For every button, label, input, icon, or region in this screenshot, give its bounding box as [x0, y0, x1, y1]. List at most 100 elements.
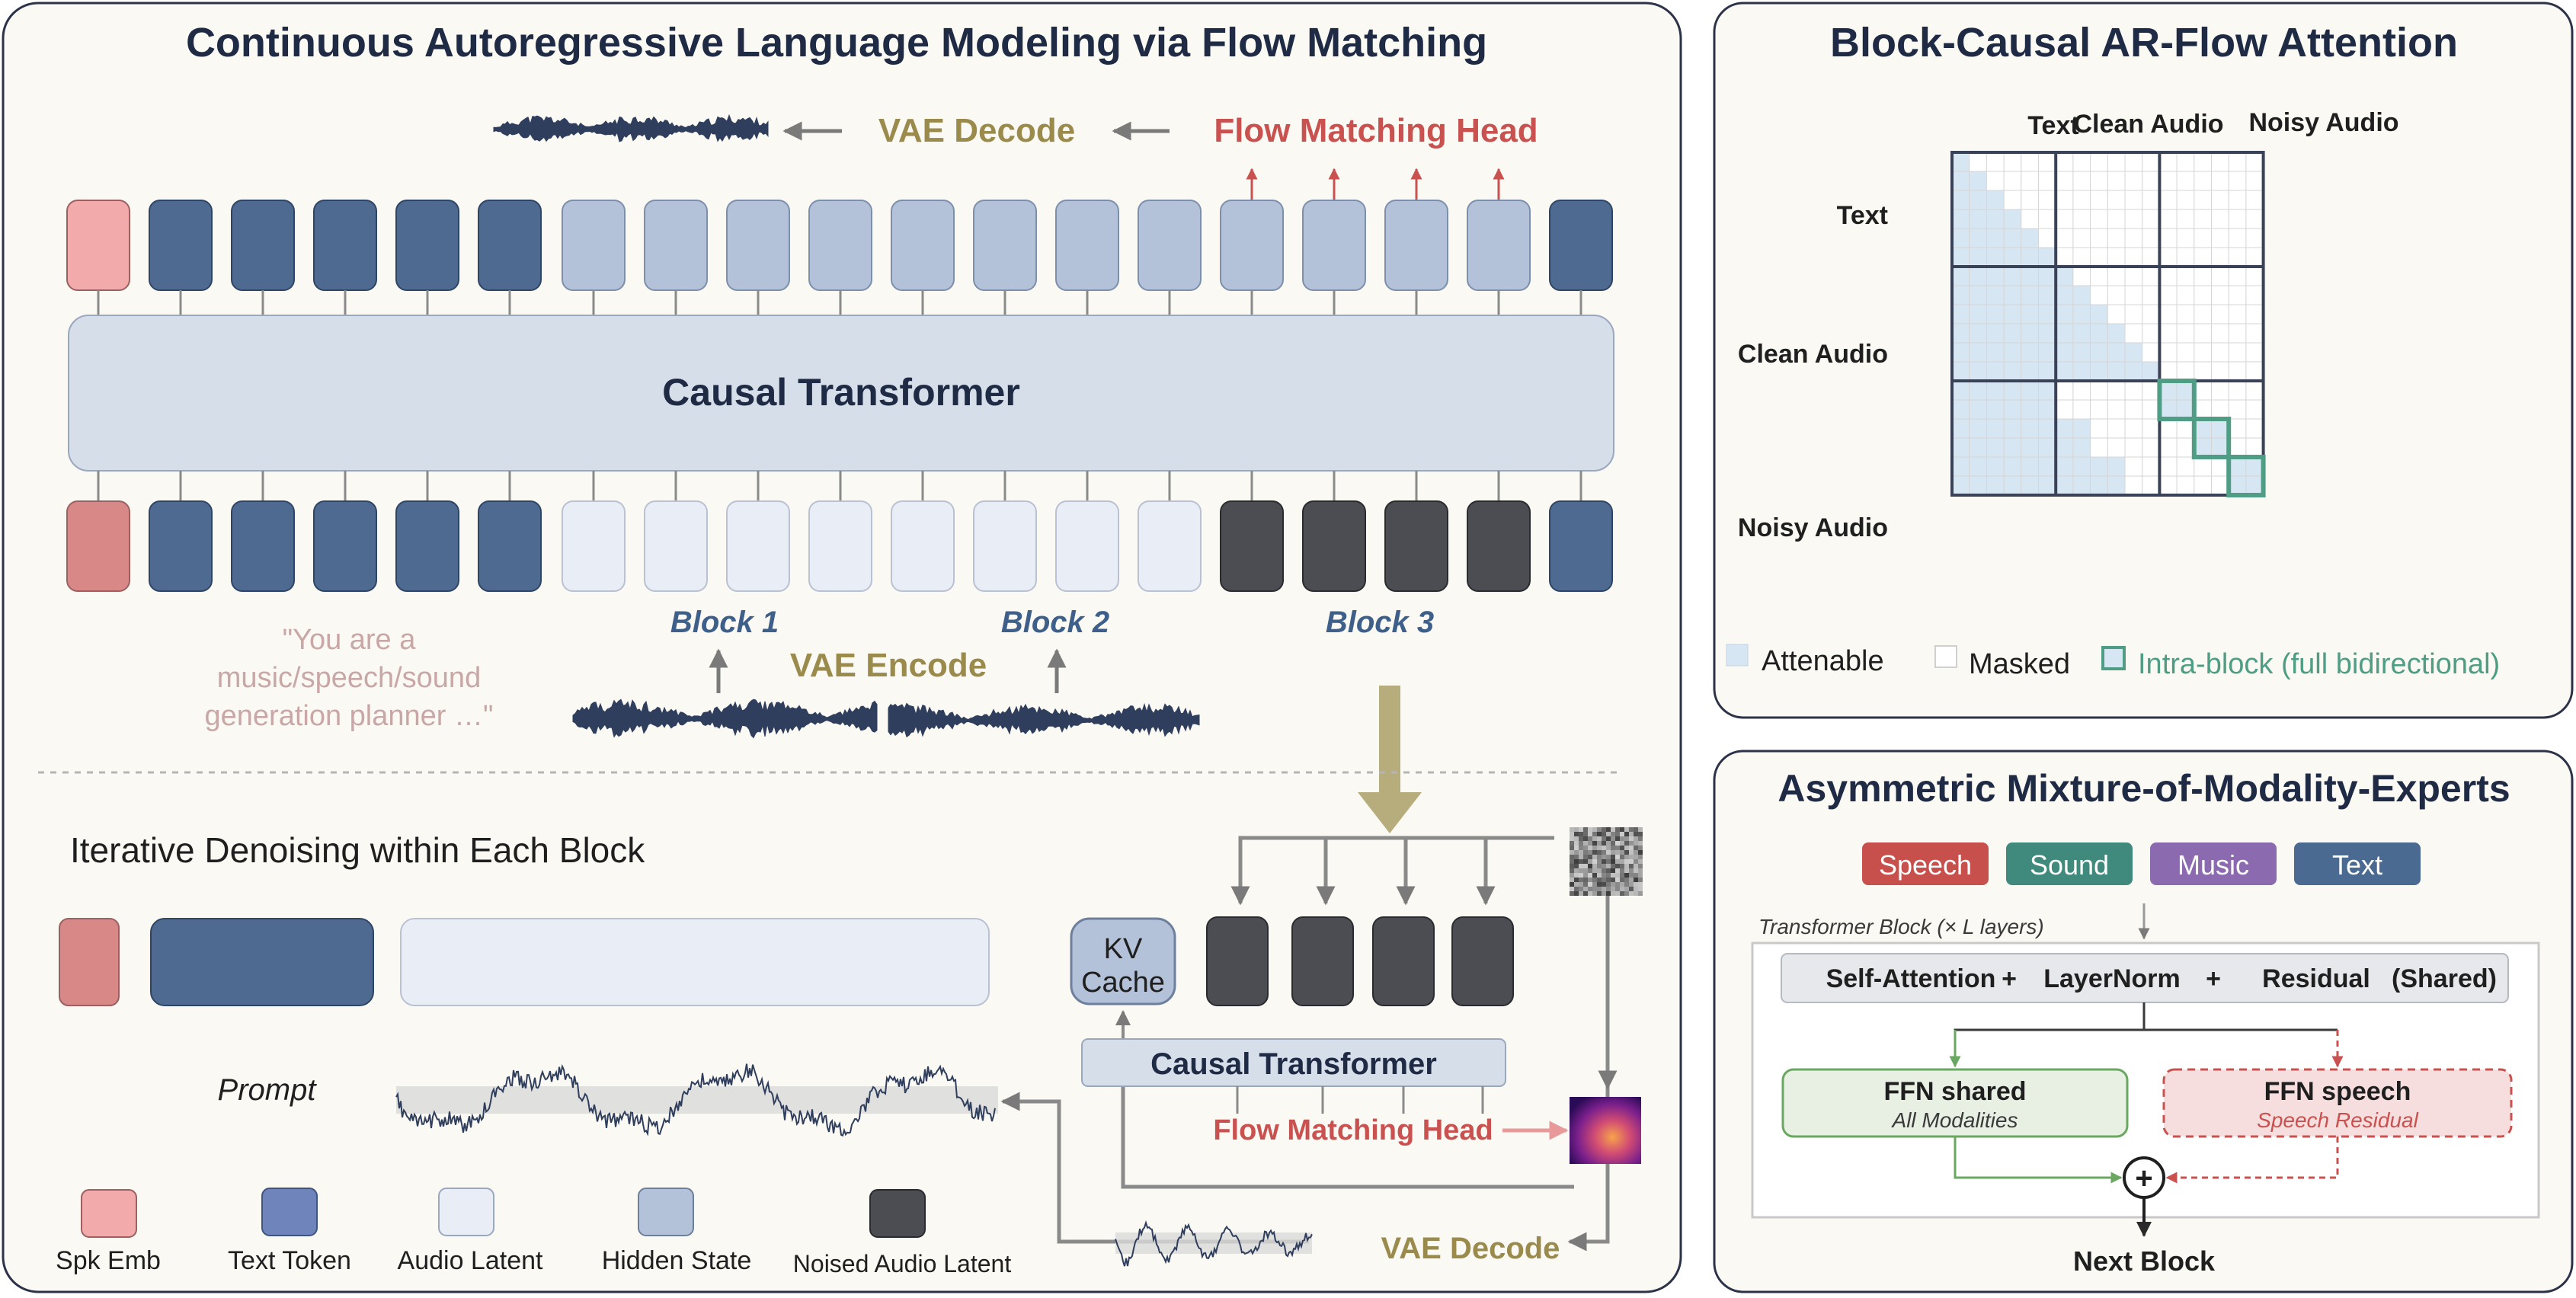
output-token — [562, 200, 626, 291]
noise-pixel — [1602, 850, 1606, 855]
noise-pixel — [1579, 832, 1583, 836]
noisy-token — [1291, 916, 1354, 1006]
noise-pixel — [1602, 859, 1606, 864]
attention-cell — [2158, 266, 2178, 286]
attention-cell — [2158, 399, 2178, 420]
attention-cell — [2176, 399, 2195, 420]
noise-pixel — [1597, 836, 1602, 841]
attention-cell — [2107, 380, 2126, 401]
noise-pixel — [1638, 855, 1643, 859]
attention-cell — [2090, 152, 2108, 172]
attention-cell — [2211, 152, 2229, 172]
attention-cell — [2194, 380, 2213, 401]
noise-pixel — [1615, 864, 1620, 868]
block-2-label: Block 2 — [1001, 606, 1109, 639]
attention-cell — [2142, 209, 2160, 229]
noise-pixel — [1574, 864, 1579, 868]
attention-cell — [2038, 209, 2056, 229]
noise-pixel — [1638, 832, 1643, 836]
input-token — [231, 500, 295, 592]
shared-residual: Residual — [2262, 964, 2370, 993]
attention-cell — [1951, 209, 1970, 229]
block-3-label: Block 3 — [1326, 606, 1434, 639]
noise-texture — [1570, 827, 1643, 896]
noise-pixel — [1592, 873, 1597, 878]
noise-pixel — [1583, 878, 1588, 882]
attention-cell — [2245, 380, 2264, 401]
noise-pixel — [1638, 878, 1643, 882]
noise-pixel — [1634, 868, 1638, 873]
noise-pixel — [1597, 887, 1602, 891]
noise-pixel — [1629, 846, 1634, 850]
attention-cell — [2038, 228, 2056, 248]
legend-label-audio-latent: Audio Latent — [398, 1246, 543, 1275]
attention-cell — [2055, 209, 2074, 229]
noise-pixel — [1583, 855, 1588, 859]
attention-cell — [2176, 380, 2195, 401]
output-token — [1220, 200, 1284, 291]
noise-pixel — [1570, 891, 1574, 896]
noise-pixel — [1597, 827, 1602, 832]
noise-pixel — [1570, 836, 1574, 841]
noise-pixel — [1588, 882, 1592, 887]
noise-pixel — [1570, 878, 1574, 882]
attention-cell — [2158, 190, 2178, 210]
noise-pixel — [1638, 841, 1643, 846]
noise-pixel — [1606, 846, 1611, 850]
attention-cell — [2124, 456, 2143, 477]
noise-pixel — [1624, 850, 1629, 855]
noise-pixel — [1634, 836, 1638, 841]
stage-transition-arrow — [1358, 686, 1422, 833]
noise-pixel — [1615, 873, 1620, 878]
attention-cell — [2142, 399, 2160, 420]
attention-cell — [2211, 266, 2229, 286]
attention-cell — [1986, 266, 2005, 286]
attention-cell — [2072, 418, 2091, 439]
noise-pixel — [1615, 832, 1620, 836]
attention-legend-intra-swatch — [2101, 646, 2126, 670]
noise-pixel — [1592, 878, 1597, 882]
moe-block-caption: Transformer Block (× L layers) — [1758, 915, 2044, 938]
denoised-waveform — [1115, 1220, 1313, 1267]
attention-cell — [2245, 456, 2264, 477]
noise-pixel — [1638, 873, 1643, 878]
noise-pixel — [1574, 836, 1579, 841]
noise-pixel — [1597, 878, 1602, 882]
input-token — [478, 500, 542, 592]
noise-feed-line — [1230, 836, 1554, 906]
attention-cell — [2038, 266, 2056, 286]
attention-cell — [1969, 285, 1987, 305]
attention-cell — [2003, 266, 2022, 286]
noise-pixel — [1620, 836, 1624, 841]
noise-pixel — [1592, 841, 1597, 846]
attention-cell — [2003, 475, 2022, 496]
attention-cell — [2055, 304, 2074, 324]
noise-pixel — [1579, 859, 1583, 864]
legend-swatch-audio-latent — [438, 1188, 494, 1236]
noise-pixel — [1597, 855, 1602, 859]
attention-cell — [2124, 190, 2143, 210]
attention-cell — [2245, 285, 2264, 305]
attention-cell — [2072, 171, 2091, 191]
sum-symbol: + — [2135, 1162, 2152, 1195]
attention-cell — [2158, 323, 2178, 344]
attention-cell — [2176, 171, 2195, 191]
attention-cell — [2038, 342, 2056, 363]
attention-cell — [2021, 399, 2040, 420]
attention-cell — [1986, 361, 2005, 382]
intra-block-outline — [2157, 379, 2197, 421]
attention-cell — [2107, 228, 2126, 248]
attention-cell — [1969, 323, 1987, 344]
attention-cell — [2142, 475, 2160, 496]
attention-cell — [1951, 190, 1970, 210]
noise-pixel — [1606, 855, 1611, 859]
attention-cell — [1986, 342, 2005, 363]
noise-pixel — [1579, 891, 1583, 896]
attention-cell — [2055, 266, 2074, 286]
noise-pixel — [1592, 832, 1597, 836]
noise-pixel — [1597, 891, 1602, 896]
attention-cell — [2021, 456, 2040, 477]
attention-cell — [2072, 285, 2091, 305]
attention-cell — [2055, 418, 2074, 439]
attention-cell — [2211, 399, 2229, 420]
